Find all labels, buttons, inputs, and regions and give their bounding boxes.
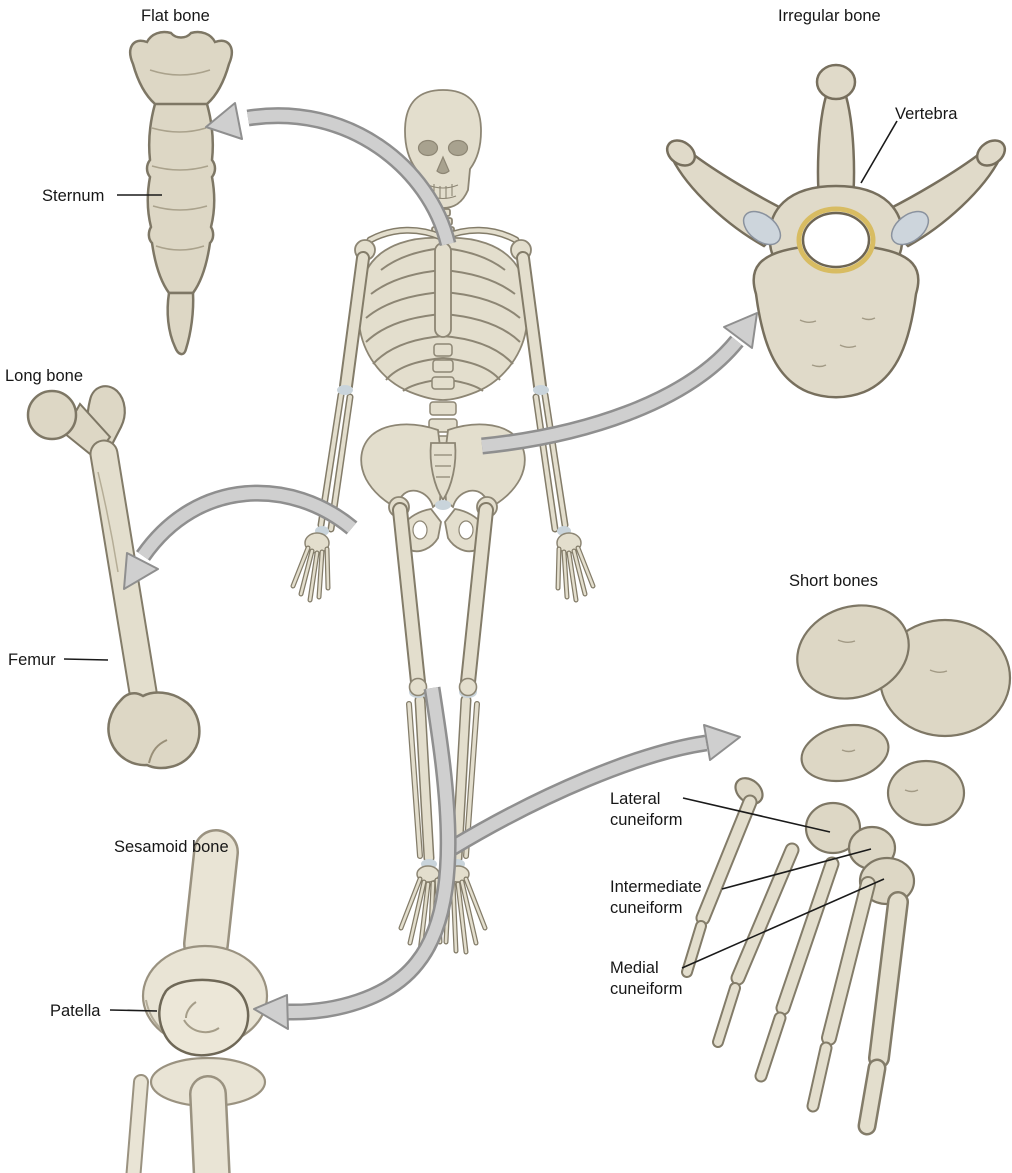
medial-cuneiform-label: Medial cuneiform [610,959,683,998]
arrow-to-sesamoid-bone [253,686,457,1030]
arrow-to-irregular-bone [481,312,758,455]
arrow-to-flat-bone [205,102,457,247]
medial-cuneiform-leader-line [681,878,885,969]
long-bone-title: Long bone [5,367,83,385]
patella-leader-line [109,1009,158,1012]
sesamoid-bone-title: Sesamoid bone [114,838,229,856]
skull-face-details [417,139,469,175]
sternum-label: Sternum [42,187,105,205]
knee-patella-illustration [125,829,269,1173]
femur-illustration [26,385,201,770]
foot-illustration [681,604,1012,1136]
intermediate-cuneiform-leader-line [721,848,872,890]
arrows [123,102,758,1030]
vertebra-leader-line [860,120,898,184]
femur-label: Femur [8,651,56,669]
vertebra-label: Vertebra [895,105,958,123]
leader-lines [63,120,898,1012]
femur-leader-line [63,658,109,661]
skeleton-illustration [290,89,596,955]
patella-label: Patella [50,1002,101,1020]
intermediate-cuneiform-label: Intermediate cuneiform [610,878,702,917]
arrow-to-long-bone [123,484,358,590]
vertebra-illustration [665,63,1007,399]
flat-bone-title: Flat bone [141,7,210,25]
short-bones-title: Short bones [789,572,878,590]
sternum-illustration [129,30,233,356]
lateral-cuneiform-leader-line [682,797,831,833]
lateral-cuneiform-label: Lateral cuneiform [610,790,683,829]
arrow-to-short-bones [447,724,741,856]
irregular-bone-title: Irregular bone [778,7,881,25]
